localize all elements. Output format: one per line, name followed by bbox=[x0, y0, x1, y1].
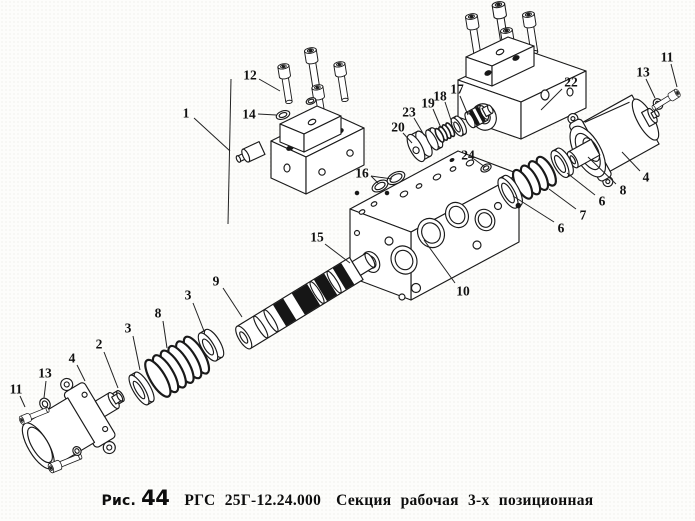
callout-leader bbox=[370, 175, 379, 184]
callout-label: 23 bbox=[402, 105, 416, 120]
callout-label: 8 bbox=[155, 306, 162, 321]
callout-label: 18 bbox=[433, 89, 447, 104]
callout-leader bbox=[423, 239, 456, 284]
callout-leader bbox=[193, 117, 231, 152]
callout-leader bbox=[540, 88, 563, 111]
callout-leader bbox=[548, 188, 577, 210]
bolt-bottom-left bbox=[46, 446, 84, 474]
callout-label: 14 bbox=[242, 107, 256, 122]
callout-leader bbox=[370, 175, 393, 180]
callout-leader bbox=[222, 287, 243, 318]
callout-leader bbox=[103, 351, 119, 389]
callout-label: 2 bbox=[96, 337, 103, 352]
main-valve-body bbox=[349, 150, 520, 301]
figure-label: Рис. 44 bbox=[102, 486, 170, 510]
pilot-plug-17 bbox=[464, 104, 494, 129]
callout-leader bbox=[76, 364, 86, 382]
callout-label: 8 bbox=[620, 183, 627, 198]
callout-leader bbox=[621, 151, 641, 172]
callout-label: 15 bbox=[310, 230, 324, 245]
spring-8-left bbox=[144, 335, 211, 398]
figure-title: Секция рабочая 3-х позиционная bbox=[336, 492, 594, 509]
washer-small-left bbox=[305, 97, 317, 105]
figure-caption: Рис. 44 РГС 25Г-12.24.000 Секция рабочая… bbox=[0, 486, 695, 510]
spring-seat-3-upper bbox=[197, 328, 225, 362]
pilot-ring-23 bbox=[425, 127, 444, 151]
callout-leader bbox=[566, 172, 596, 196]
pilot-valve-left-cover bbox=[279, 105, 342, 153]
callout-label: 11 bbox=[10, 382, 23, 397]
callout-leader bbox=[257, 113, 277, 116]
pilot-poppet-disc-20 bbox=[406, 130, 433, 163]
callout-leader bbox=[227, 78, 232, 225]
callout-leader bbox=[473, 158, 486, 168]
callout-label: 1 bbox=[183, 106, 190, 121]
callout-leader bbox=[324, 243, 351, 264]
pilot-valve-right-cover bbox=[465, 36, 535, 87]
pilot-valve-left-nub bbox=[235, 141, 266, 163]
washer-6-inner bbox=[497, 174, 523, 209]
callout-leader bbox=[402, 132, 413, 144]
callout-label: 19 bbox=[421, 96, 435, 111]
callout-label: 3 bbox=[185, 288, 192, 303]
callout-leader bbox=[459, 95, 469, 116]
pilot-washer-18 bbox=[450, 115, 467, 137]
spring-7-right bbox=[511, 155, 557, 200]
callout-label: 10 bbox=[456, 284, 470, 299]
callout-leader bbox=[258, 78, 281, 92]
figure-code: РГС 25Г-12.24.000 bbox=[184, 492, 322, 509]
callout-label: 9 bbox=[213, 274, 220, 289]
callout-leader bbox=[587, 156, 617, 185]
callout-label: 6 bbox=[599, 194, 606, 209]
end-cap-4-left bbox=[21, 377, 124, 470]
callout-label: 22 bbox=[564, 75, 578, 90]
callout-leader bbox=[670, 63, 678, 88]
callout-label: 4 bbox=[643, 170, 650, 185]
o-ring-16-a bbox=[371, 179, 389, 193]
callout-label: 6 bbox=[558, 221, 565, 236]
figure-number: 44 bbox=[141, 486, 170, 510]
callout-label: 11 bbox=[661, 50, 674, 65]
callout-leader bbox=[512, 195, 555, 223]
callout-label: 7 bbox=[580, 208, 587, 223]
callout-label: 13 bbox=[38, 366, 52, 381]
callout-label: 17 bbox=[450, 82, 464, 97]
spring-seat-3-lower bbox=[128, 371, 155, 406]
callout-label: 24 bbox=[461, 148, 475, 163]
callout-leader bbox=[645, 78, 656, 99]
callout-label: 4 bbox=[69, 351, 76, 366]
callout-label: 16 bbox=[355, 166, 369, 181]
callout-label: 20 bbox=[391, 120, 405, 135]
callout-leader bbox=[162, 320, 168, 349]
callout-leader bbox=[444, 101, 453, 124]
callout-leader bbox=[19, 395, 26, 408]
callout-label: 13 bbox=[636, 65, 650, 80]
callout-leader bbox=[132, 335, 141, 371]
o-ring-16-b bbox=[386, 170, 406, 186]
callout-leader bbox=[432, 108, 442, 129]
callout-label: 3 bbox=[125, 321, 132, 336]
figure-label-word: Рис. bbox=[101, 493, 137, 509]
washer-14 bbox=[275, 109, 291, 121]
callout-layer: 1121422111348676101516249383241311202319… bbox=[10, 50, 678, 408]
callout-leader bbox=[413, 117, 425, 136]
washer-6-outer bbox=[550, 147, 574, 179]
callout-leader bbox=[192, 302, 205, 332]
callout-leader bbox=[43, 380, 47, 399]
callout-label: 12 bbox=[243, 68, 257, 83]
spool bbox=[235, 252, 376, 350]
